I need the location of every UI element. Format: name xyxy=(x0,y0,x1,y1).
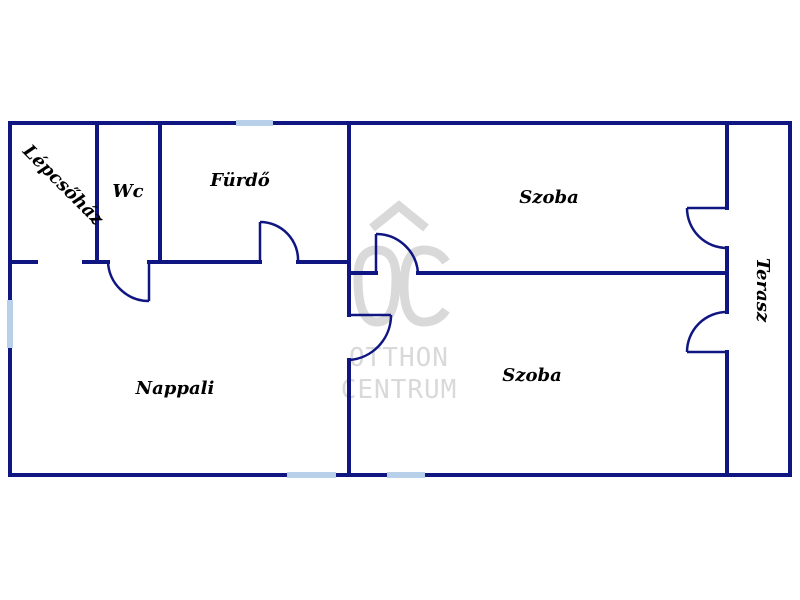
door-room-top xyxy=(374,232,420,274)
doors xyxy=(106,206,728,362)
watermark-line2: CENTRUM xyxy=(341,375,458,405)
room-label-living-room: Nappali xyxy=(135,378,215,399)
door-terrace-bottom xyxy=(685,310,728,354)
door-terrace-top xyxy=(685,206,728,250)
room-label-bathroom: Fürdő xyxy=(209,170,270,191)
window-living-bottom xyxy=(287,472,336,478)
window-left xyxy=(7,300,13,348)
walls xyxy=(8,121,792,477)
door-living-room xyxy=(348,313,393,362)
door-bathroom xyxy=(258,220,300,263)
watermark-logo-icon xyxy=(353,200,450,327)
room-label-wc: Wc xyxy=(112,181,143,202)
room-label-room-bottom: Szoba xyxy=(502,365,561,386)
room-label-room-top: Szoba xyxy=(519,187,578,208)
otthon-centrum-watermark: OTTHON CENTRUM xyxy=(341,200,458,405)
room-label-terrace: Terasz xyxy=(752,258,773,323)
watermark-line1: OTTHON xyxy=(349,343,449,373)
window-bathroom xyxy=(236,120,273,126)
door-wc xyxy=(106,261,151,303)
windows xyxy=(7,120,425,478)
window-room-bottom xyxy=(387,472,425,478)
room-label-stairwell: Lépcsőház xyxy=(18,140,108,230)
